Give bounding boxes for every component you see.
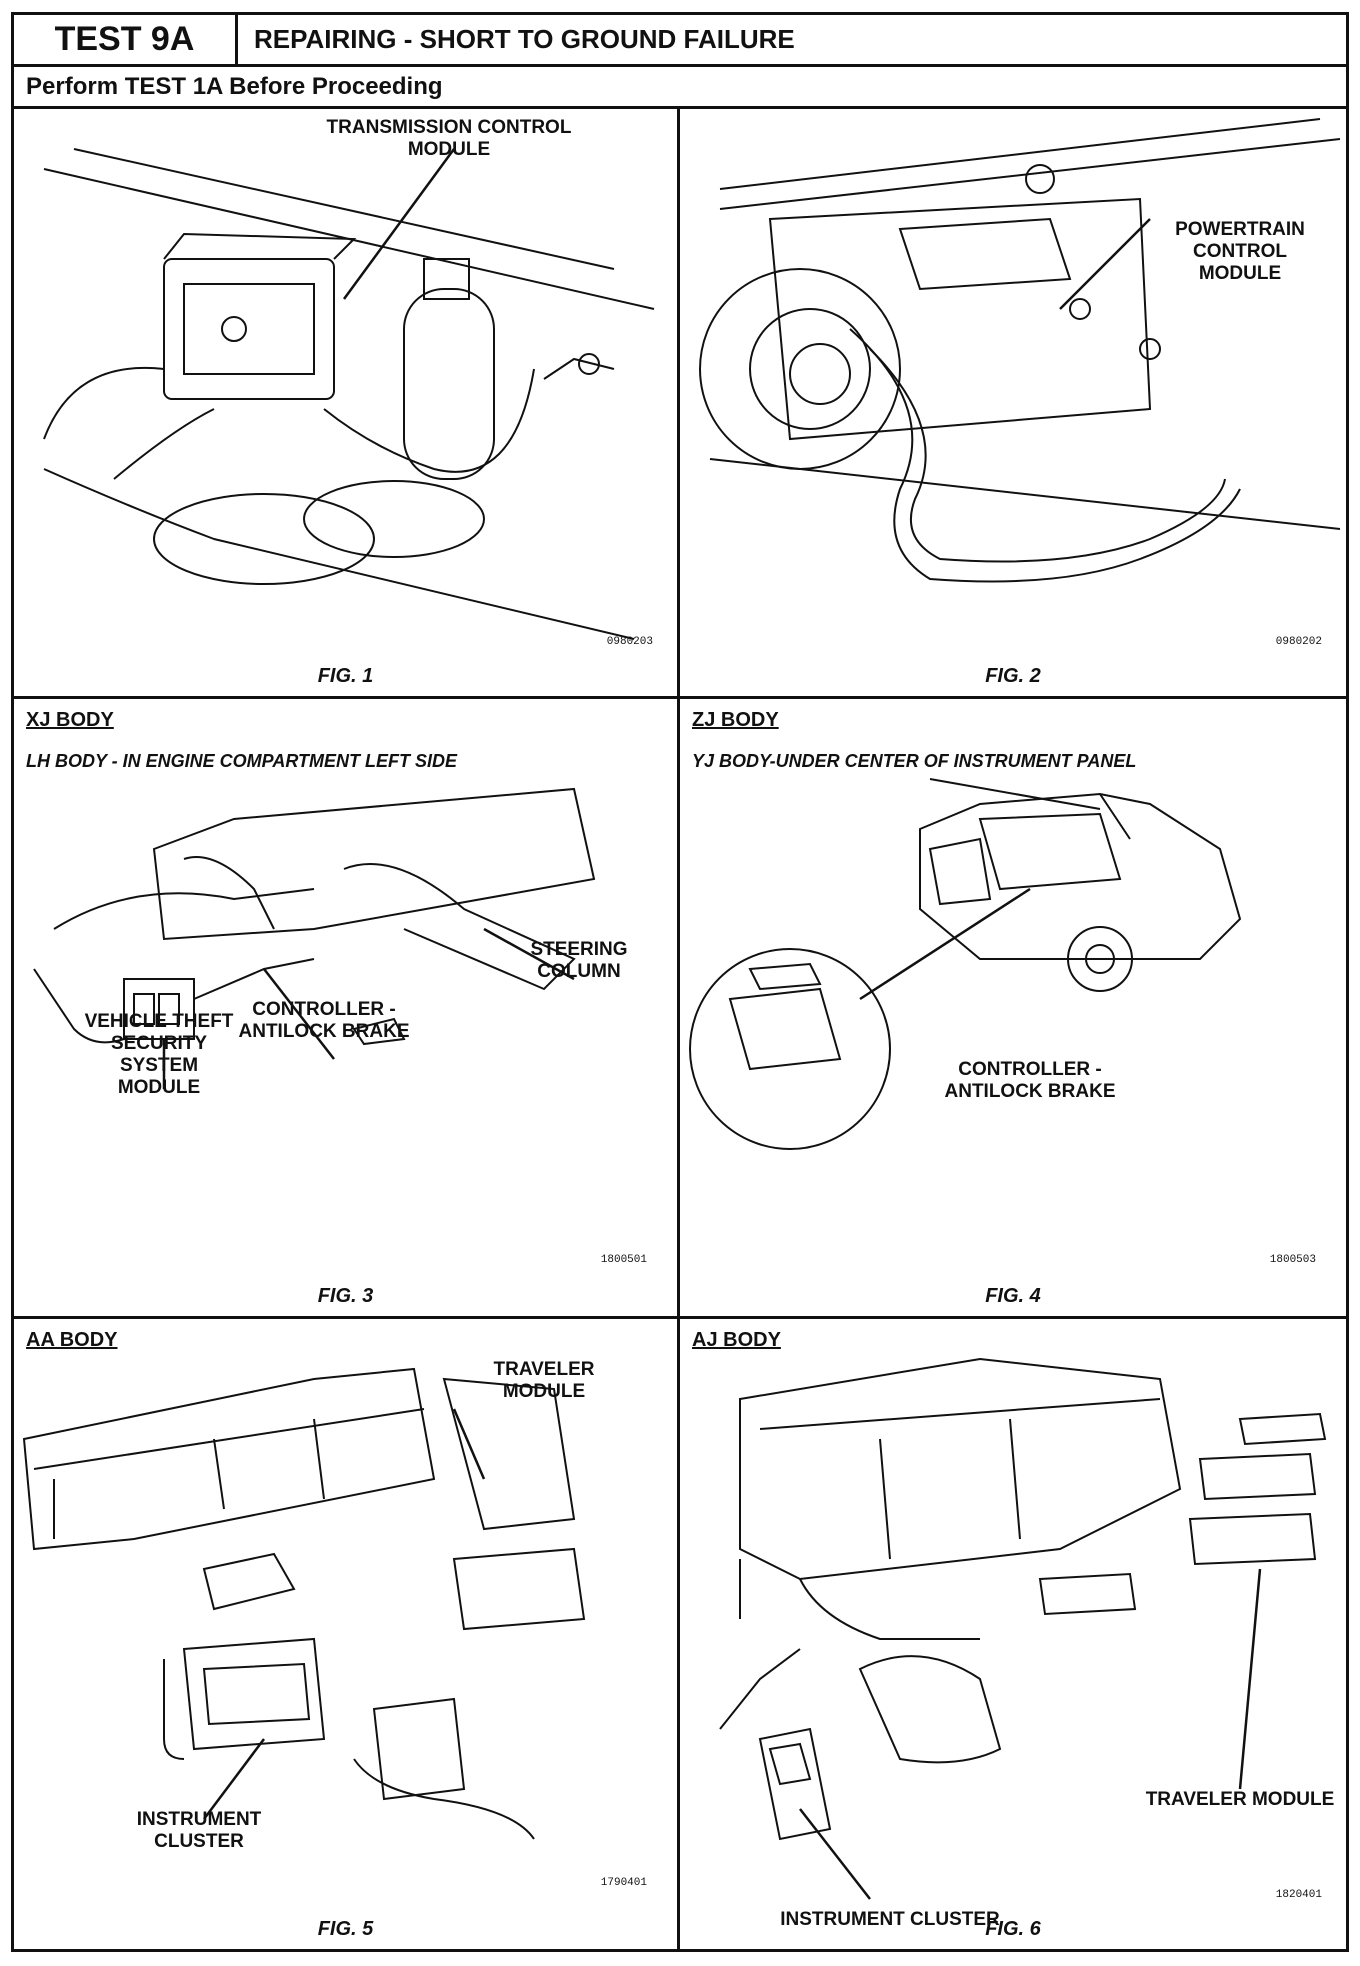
figure-1-label: FIG. 1 [317,665,374,687]
test-sheet: TEST 9A REPAIRING - SHORT TO GROUND FAIL… [11,12,1349,1952]
callout-controller-antilock-brake: CONTROLLER - ANTILOCK BRAKE [238,999,410,1042]
callout-traveler-module: TRAVELER MODULE [1145,1789,1335,1810]
callout-instrument-cluster: INSTRUMENT CLUSTER [780,1909,1000,1930]
prerequisite-note: Perform TEST 1A Before Proceeding [14,67,1346,109]
figure-5-panel: AA BODY TRAVELER MODULE INSTRUMENT CLUST… [14,1319,680,1949]
figure-3-label: FIG. 3 [317,1285,374,1307]
callout-controller-antilock-brake: CONTROLLER - ANTILOCK BRAKE [944,1059,1116,1102]
figure-4-location: YJ BODY-UNDER CENTER OF INSTRUMENT PANEL [692,751,1137,771]
header-bar: TEST 9A REPAIRING - SHORT TO GROUND FAIL… [14,15,1346,67]
figure-1-illustration [43,148,655,640]
figure-5-illustration [22,1367,586,1840]
figure-1-panel: TRANSMISSION CONTROL MODULE 0980203 FIG.… [14,109,680,699]
figure-3-location: LH BODY - IN ENGINE COMPARTMENT LEFT SID… [26,751,458,771]
figure-2-panel: POWERTRAIN CONTROL MODULE 0980202 FIG. 2 [680,109,1346,699]
figure-6-panel: AJ BODY TRAVELER MODULE INSTRUMENT CLUS [680,1319,1346,1949]
callout-transmission-control-module: TRANSMISSION CONTROL MODULE [326,117,572,160]
figure-2-illustration [699,118,1341,583]
figure-4-panel: ZJ BODY YJ BODY-UNDER CENTER OF INSTRUME… [680,699,1346,1319]
callout-steering-column: STEERING COLUMN [530,939,628,982]
callout-instrument-cluster: INSTRUMENT CLUSTER [136,1809,262,1852]
figure-5-label: FIG. 5 [317,1918,374,1940]
callout-traveler-module: TRAVELER MODULE [493,1359,595,1402]
figure-3-panel: XJ BODY LH BODY - IN ENGINE COMPARTMENT … [14,699,680,1319]
figure-5-body: AA BODY [26,1329,118,1351]
callout-powertrain-control-module: POWERTRAIN CONTROL MODULE [1175,219,1305,284]
figure-6-body: AJ BODY [692,1329,781,1351]
figure-4-code: 1800503 [1269,1254,1316,1266]
figure-4-illustration [689,778,1242,1150]
figure-2-code: 0980202 [1275,636,1322,648]
callout-vehicle-theft-security-system-module: VEHICLE THEFT SECURITY SYSTEM MODULE [84,1011,234,1098]
figure-4-body: ZJ BODY [692,709,779,731]
figure-5-code: 1790401 [600,1877,647,1889]
figure-3-code: 1800501 [600,1254,647,1266]
figure-grid: TRANSMISSION CONTROL MODULE 0980203 FIG.… [14,109,1346,1949]
figure-6-code: 1820401 [1275,1889,1322,1901]
test-number: TEST 9A [14,15,238,64]
figure-6-illustration [719,1357,1327,1900]
figure-3-illustration [33,787,596,1089]
figure-6-label: FIG. 6 [985,1918,1041,1940]
figure-1-code: 0980203 [606,636,653,648]
figure-3-body: XJ BODY [26,709,114,731]
figure-2-label: FIG. 2 [985,665,1041,687]
figure-4-label: FIG. 4 [985,1285,1041,1307]
test-title: REPAIRING - SHORT TO GROUND FAILURE [254,24,795,54]
